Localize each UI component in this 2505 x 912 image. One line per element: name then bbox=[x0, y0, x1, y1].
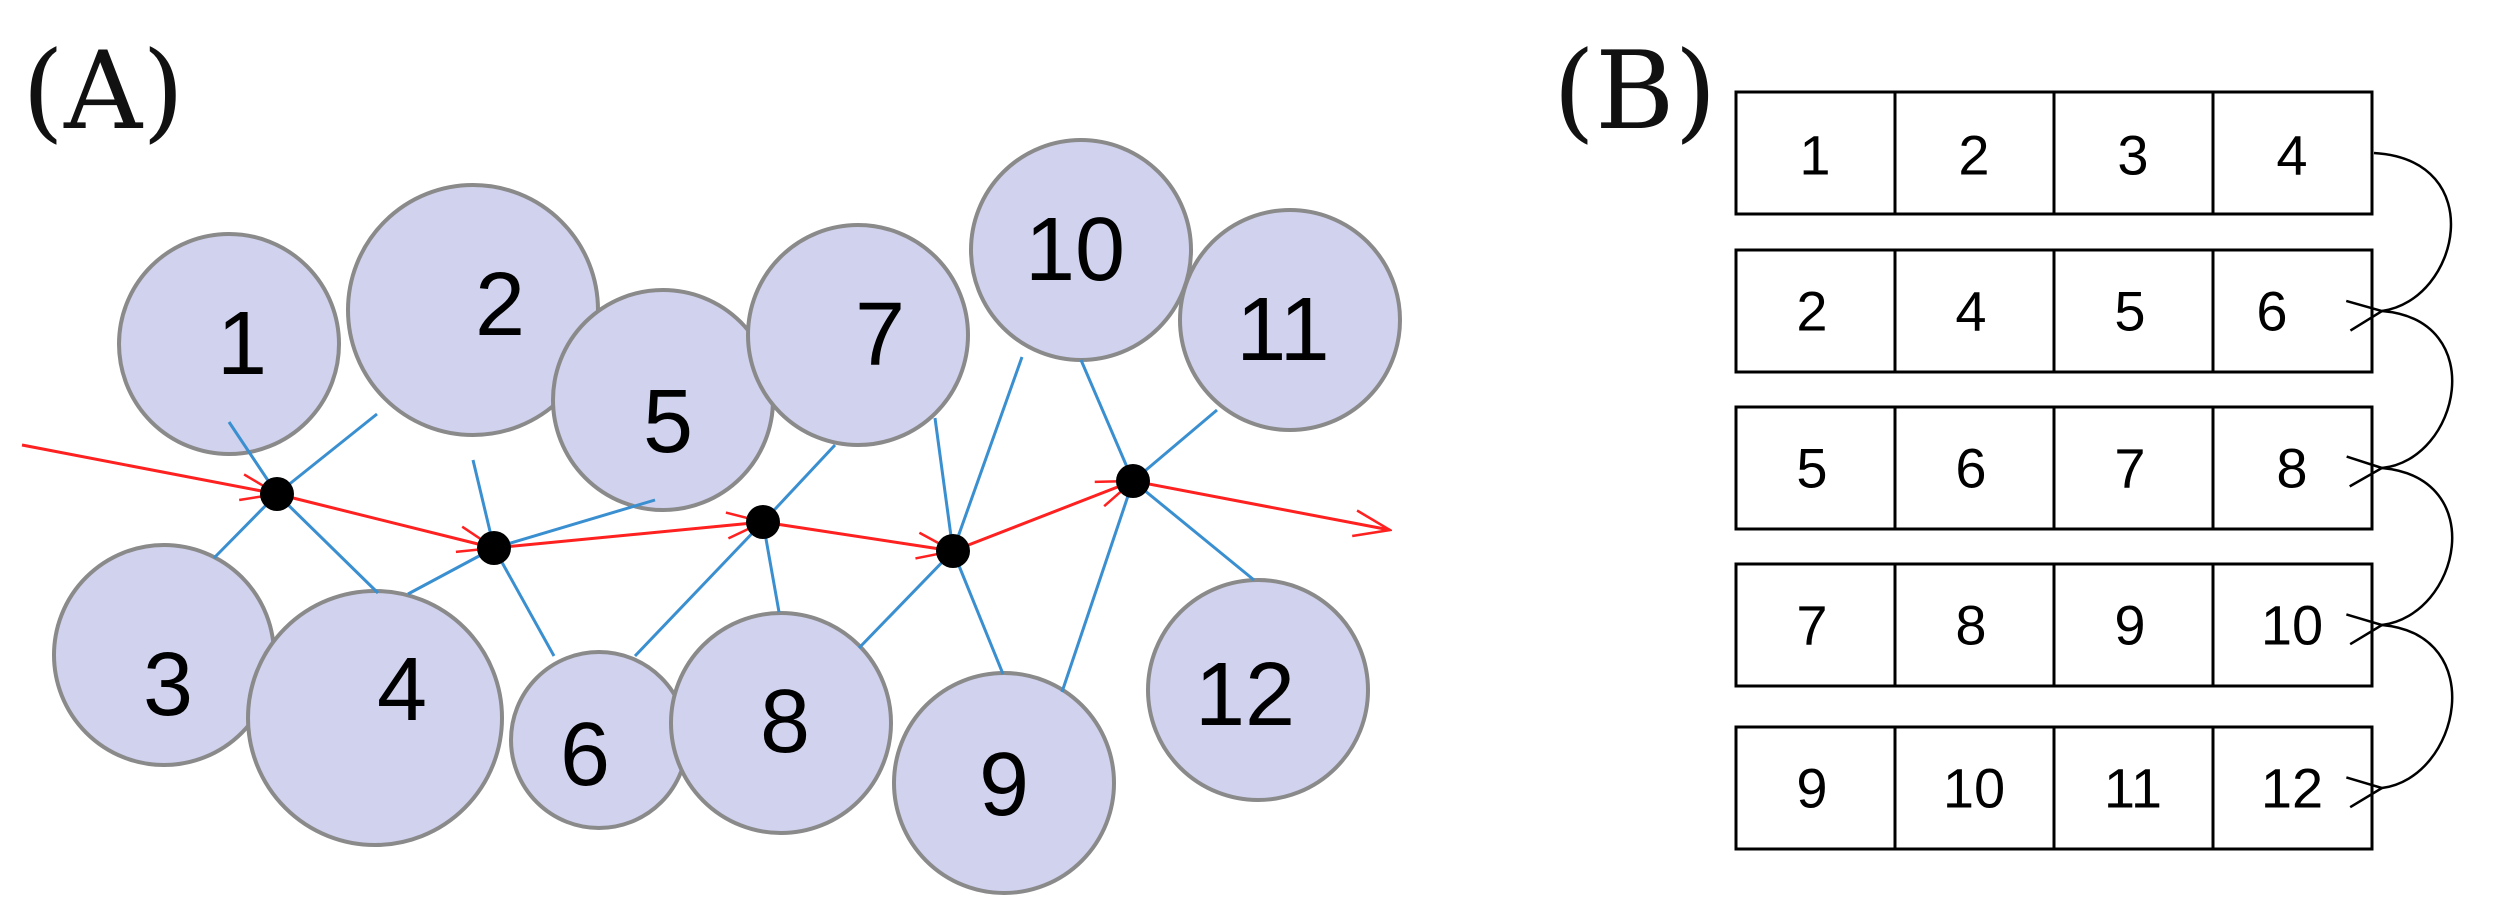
circle-label-9: 9 bbox=[979, 735, 1029, 835]
table-row: 7 8 9 10 bbox=[1734, 562, 2374, 688]
circle-12: 12 bbox=[1146, 578, 1370, 802]
table-cell: 8 bbox=[2276, 437, 2307, 500]
particle-circles: 1 2 3 4 5 6 7 bbox=[52, 138, 1402, 895]
table-cell: 7 bbox=[1796, 594, 1827, 657]
table-cell: 6 bbox=[2256, 280, 2287, 343]
node-dot bbox=[260, 477, 294, 511]
table-row: 9 10 11 12 bbox=[1734, 725, 2374, 851]
table-cell: 9 bbox=[2114, 594, 2145, 657]
table-row: 1 2 3 4 bbox=[1734, 90, 2374, 216]
panel-b-label: (B) bbox=[1553, 29, 1717, 154]
circle-7: 7 bbox=[746, 223, 970, 447]
circle-label-2: 2 bbox=[475, 255, 525, 355]
table-cell: 4 bbox=[2276, 124, 2307, 187]
table-cell: 6 bbox=[1955, 437, 1986, 500]
connector-arrow bbox=[2345, 466, 2454, 646]
circle-label-3: 3 bbox=[143, 635, 193, 735]
circle-8: 8 bbox=[669, 611, 893, 835]
panel-a-label: (A) bbox=[22, 29, 184, 154]
circle-label-10: 10 bbox=[1025, 200, 1125, 300]
circle-1: 1 bbox=[117, 232, 341, 456]
table-cell: 12 bbox=[2261, 757, 2323, 820]
node-dot bbox=[936, 534, 970, 568]
node-dot bbox=[477, 531, 511, 565]
node-dot bbox=[1116, 464, 1150, 498]
table-cell: 7 bbox=[2114, 437, 2145, 500]
circle-label-8: 8 bbox=[760, 672, 810, 772]
circle-5: 5 bbox=[551, 288, 775, 512]
circle-label-6: 6 bbox=[560, 705, 610, 805]
table-cell: 8 bbox=[1955, 594, 1986, 657]
connector-arrow bbox=[2345, 151, 2453, 332]
node-dot bbox=[746, 505, 780, 539]
table-cell: 2 bbox=[1958, 124, 1989, 187]
path-nodes bbox=[260, 464, 1150, 568]
circle-9: 9 bbox=[892, 671, 1116, 895]
circle-label-7: 7 bbox=[855, 285, 905, 385]
circle-10: 10 bbox=[969, 138, 1193, 362]
connector-arrow bbox=[2345, 623, 2454, 809]
panel-b: (B) 1 2 3 4 2 4 5 6 bbox=[1553, 29, 2454, 851]
circle-label-5: 5 bbox=[643, 372, 693, 472]
table-cell: 11 bbox=[2104, 757, 2162, 820]
panel-a: (A) 1 2 3 4 5 bbox=[21, 29, 1402, 895]
table-cell: 4 bbox=[1955, 280, 1986, 343]
circle-label-4: 4 bbox=[377, 640, 427, 740]
circle-label-12: 12 bbox=[1195, 645, 1295, 745]
table-cell: 3 bbox=[2117, 124, 2148, 187]
circle-label-11: 11 bbox=[1236, 280, 1329, 380]
table-cell: 9 bbox=[1796, 757, 1827, 820]
connector-arrow bbox=[2346, 309, 2454, 488]
table-cell: 10 bbox=[2261, 594, 2323, 657]
circle-label-1: 1 bbox=[217, 294, 267, 394]
table-cell: 5 bbox=[2114, 280, 2145, 343]
table-cell: 5 bbox=[1796, 437, 1827, 500]
circle-6: 6 bbox=[509, 650, 689, 830]
red-path-arrows bbox=[21, 443, 1390, 551]
circle-11: 11 bbox=[1178, 208, 1402, 432]
circle-3: 3 bbox=[52, 543, 276, 767]
circle-2: 2 bbox=[346, 183, 600, 437]
table-cell: 1 bbox=[1799, 124, 1830, 187]
table-row: 2 4 5 6 bbox=[1734, 248, 2374, 374]
row-connector-arrows bbox=[2345, 151, 2454, 809]
circle-4: 4 bbox=[246, 589, 504, 847]
table-row: 5 6 7 8 bbox=[1734, 405, 2374, 531]
table-cell: 10 bbox=[1943, 757, 2005, 820]
table-cell: 2 bbox=[1796, 280, 1827, 343]
